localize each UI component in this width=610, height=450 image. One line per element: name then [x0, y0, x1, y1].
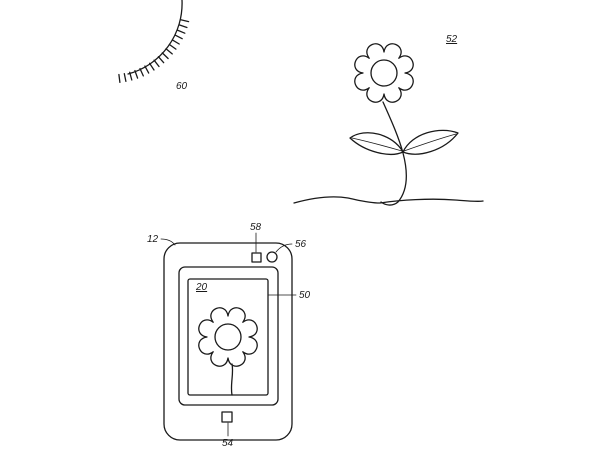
sun-ray: [176, 29, 186, 34]
display-ref-label: 20: [195, 282, 208, 293]
button-ref-label: 54: [222, 438, 234, 449]
sun-ray: [153, 59, 160, 68]
sun-ray: [123, 72, 127, 83]
sun-ray: [139, 67, 144, 77]
ground-line: [293, 196, 484, 204]
sun-ray: [157, 56, 165, 64]
sun-ray: [168, 43, 177, 50]
flower-stem: [380, 101, 407, 206]
screen-flower-petals: [198, 307, 258, 367]
sun-ray: [174, 34, 183, 40]
sun-ray: [180, 19, 190, 23]
screen-flower-center: [214, 323, 242, 351]
device-screen: [178, 266, 279, 406]
sun-ray: [171, 39, 180, 45]
device-body: [163, 242, 293, 441]
light-ref-label: 56: [295, 239, 307, 250]
sun-ray: [129, 71, 133, 81]
sun-ray: [178, 24, 188, 29]
sun-ref-label: 60: [176, 81, 188, 92]
right-leaf: [402, 129, 459, 155]
screen-flower-stem: [230, 363, 234, 396]
flower-ref-label: 52: [446, 34, 458, 45]
sun-ray: [161, 52, 169, 60]
flower-drawing: 52: [293, 34, 484, 206]
sun-ray: [118, 73, 121, 84]
sun-arc: [127, 0, 183, 75]
light-leader: [275, 243, 293, 253]
sun-drawing: 60: [118, 0, 190, 92]
flower-petals: [354, 43, 414, 103]
device-leader: [160, 238, 176, 246]
left-leaf: [349, 132, 404, 155]
mobile-device: 12 20 50 58 56 54: [147, 222, 311, 449]
flower-center: [370, 59, 398, 87]
display-area: [187, 278, 269, 396]
light-circle: [266, 251, 278, 263]
sun-ray: [144, 65, 150, 74]
screen-ref-label: 50: [299, 290, 311, 301]
device-ref-label: 12: [147, 234, 159, 245]
sun-rays: [118, 19, 190, 84]
home-button: [221, 411, 233, 423]
sun-ray: [165, 48, 173, 55]
camera-ref-label: 58: [250, 222, 262, 233]
sun-ray: [134, 69, 139, 79]
left-leaf-vein: [351, 137, 403, 152]
camera-square: [251, 252, 262, 263]
sun-ray: [148, 62, 155, 71]
right-leaf-vein: [403, 133, 457, 152]
